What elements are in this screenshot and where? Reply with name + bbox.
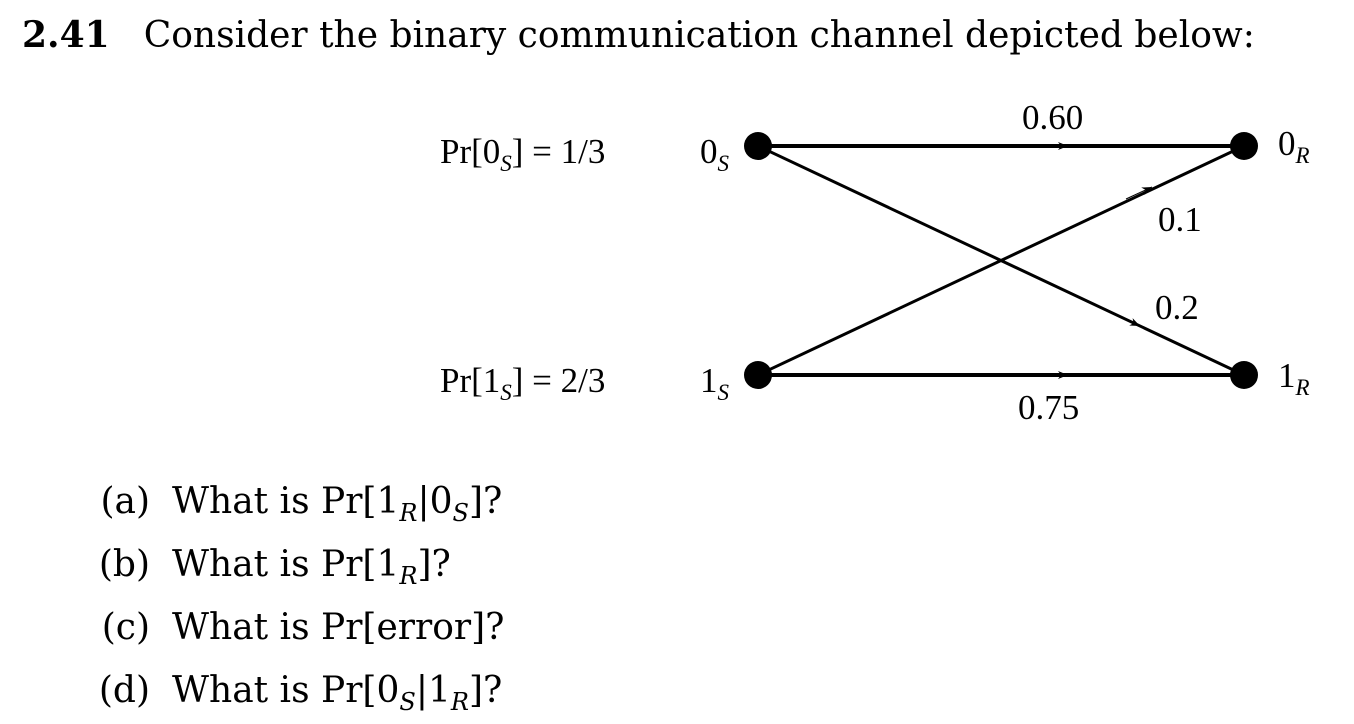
problem-header: 2.41 Consider the binary communication ch… [22,14,1255,56]
problem-number: 2.41 [22,14,110,56]
receiver-0-label: 0R [1278,124,1310,168]
transition-label-1s-1r: 0.75 [1018,388,1080,427]
problem-statement: Consider the binary communication channe… [143,15,1255,56]
question-c: (c)What is Pr[error]? [101,607,505,648]
node-sender-1 [744,361,772,389]
sender-0-label: 0S [700,132,729,176]
arrow-1s-0r [1125,186,1153,200]
node-sender-0 [744,132,772,160]
transition-label-0s-1r: 0.2 [1155,288,1199,327]
node-receiver-1 [1230,361,1258,389]
question-a: (a)What is Pr[1R|0S]? [100,481,503,528]
transition-label-0s-0r: 0.60 [1022,98,1084,137]
transition-label-1s-0r: 0.1 [1158,200,1202,239]
node-receiver-0 [1230,132,1258,160]
prior-1-label: Pr[1S] = 2/3 [440,361,606,405]
sender-1-label: 1S [700,361,729,405]
question-b: (b)What is Pr[1R]? [98,544,451,591]
transition-0s-1r-line [757,144,1245,377]
receiver-1-label: 1R [1278,356,1310,400]
arrow-0s-1r [1113,313,1141,327]
prior-0-label: Pr[0S] = 1/3 [440,132,606,176]
question-d: (d)What is Pr[0S|1R]? [98,670,503,717]
